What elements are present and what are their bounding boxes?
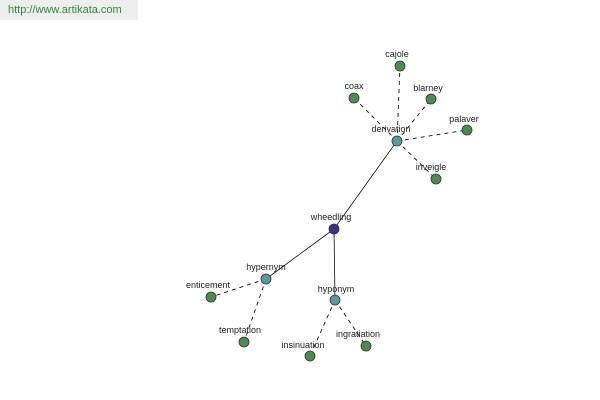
edge-derivation-to-inveigle bbox=[396, 140, 437, 180]
word-ingratiation-dot[interactable] bbox=[360, 340, 372, 352]
edge-derivation-to-coax bbox=[353, 97, 398, 142]
edge-hyponym-to-insinuation bbox=[309, 299, 336, 357]
word-ingratiation-node[interactable]: ingratiation bbox=[336, 329, 380, 352]
edge-derivation-to-palaver bbox=[396, 129, 468, 142]
word-blarney-label[interactable]: blarney bbox=[413, 83, 443, 93]
center-wheedling-label[interactable]: wheedling bbox=[310, 212, 352, 222]
relation-derivation-node[interactable]: derivation bbox=[371, 124, 411, 147]
source-url-banner[interactable]: http://www.artikata.com bbox=[0, 0, 138, 20]
word-inveigle-dot[interactable] bbox=[430, 173, 442, 185]
word-enticement-dot[interactable] bbox=[205, 291, 217, 303]
edge-derivation-to-blarney bbox=[396, 98, 432, 142]
edge-hypernym-to-enticement bbox=[210, 278, 267, 298]
word-enticement-node[interactable]: enticement bbox=[186, 280, 231, 303]
word-cajole-node[interactable]: cajole bbox=[385, 49, 409, 72]
relation-derivation-label[interactable]: derivation bbox=[371, 124, 410, 134]
word-coax-label[interactable]: coax bbox=[344, 81, 364, 91]
word-inveigle-label[interactable]: inveigle bbox=[416, 162, 447, 172]
relation-derivation-dot[interactable] bbox=[391, 135, 403, 147]
word-inveigle-node[interactable]: inveigle bbox=[416, 162, 447, 185]
edge-wheedling-to-derivation bbox=[333, 140, 398, 230]
word-coax-node[interactable]: coax bbox=[344, 81, 364, 104]
relation-hyponym-label[interactable]: hyponym bbox=[318, 284, 355, 294]
relation-hypernym-label[interactable]: hypernym bbox=[246, 262, 286, 272]
word-insinuation-dot[interactable] bbox=[304, 350, 316, 362]
word-blarney-dot[interactable] bbox=[425, 93, 437, 105]
word-cajole-label[interactable]: cajole bbox=[385, 49, 409, 59]
word-palaver-label[interactable]: palaver bbox=[449, 114, 479, 124]
edge-hyponym-to-ingratiation bbox=[334, 299, 367, 347]
center-wheedling-node[interactable]: wheedling bbox=[310, 212, 352, 235]
relation-hypernym-node[interactable]: hypernym bbox=[246, 262, 286, 285]
word-palaver-dot[interactable] bbox=[461, 124, 473, 136]
word-temptation-node[interactable]: temptation bbox=[219, 325, 261, 348]
relation-hyponym-dot[interactable] bbox=[329, 294, 341, 306]
word-temptation-label[interactable]: temptation bbox=[219, 325, 261, 335]
edge-wheedling-to-hyponym bbox=[333, 228, 336, 301]
word-palaver-node[interactable]: palaver bbox=[449, 114, 479, 136]
nodes-layer: wheedling derivation cajole coax blarney pala… bbox=[186, 49, 479, 362]
center-wheedling-dot[interactable] bbox=[328, 223, 340, 235]
word-cajole-dot[interactable] bbox=[394, 60, 406, 72]
edge-hypernym-to-temptation bbox=[243, 278, 267, 343]
relation-hypernym-dot[interactable] bbox=[260, 273, 272, 285]
word-ingratiation-label[interactable]: ingratiation bbox=[336, 329, 380, 339]
word-temptation-dot[interactable] bbox=[238, 336, 250, 348]
word-blarney-node[interactable]: blarney bbox=[413, 83, 443, 105]
word-enticement-label[interactable]: enticement bbox=[186, 280, 231, 290]
word-insinuation-label[interactable]: insinuation bbox=[281, 340, 324, 350]
relation-hyponym-node[interactable]: hyponym bbox=[318, 284, 355, 306]
word-coax-dot[interactable] bbox=[348, 92, 360, 104]
edges-layer bbox=[210, 65, 468, 357]
word-insinuation-node[interactable]: insinuation bbox=[281, 340, 325, 362]
edge-wheedling-to-hypernym bbox=[265, 228, 335, 280]
